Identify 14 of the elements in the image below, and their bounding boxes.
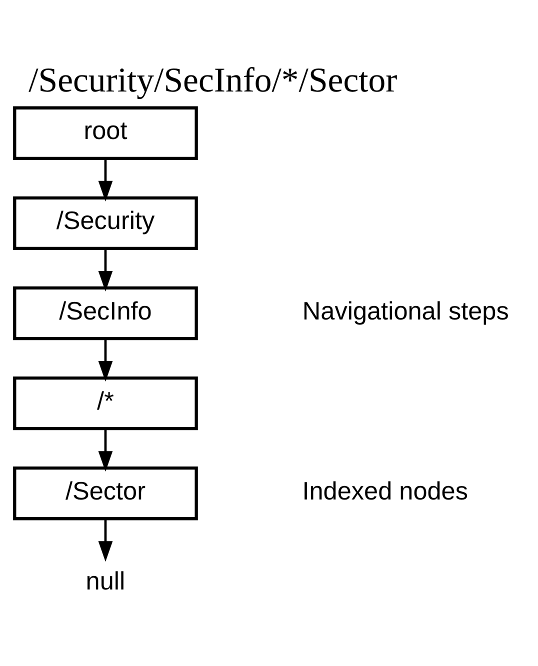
- label: Navigational steps: [302, 297, 509, 326]
- arrow: [98, 158, 113, 202]
- arrow: [98, 248, 113, 292]
- node-box: /*: [13, 376, 198, 430]
- diagram-title: /Security/SecInfo/*/Sector: [28, 60, 398, 100]
- arrow: [98, 518, 113, 562]
- arrow: [98, 428, 113, 472]
- node-box: /Security: [13, 196, 198, 250]
- node-text: null: [86, 567, 126, 596]
- label: Indexed nodes: [302, 477, 468, 506]
- node-box: /SecInfo: [13, 286, 198, 340]
- node-box: /Sector: [13, 466, 198, 520]
- arrow: [98, 338, 113, 382]
- node-box: root: [13, 106, 198, 160]
